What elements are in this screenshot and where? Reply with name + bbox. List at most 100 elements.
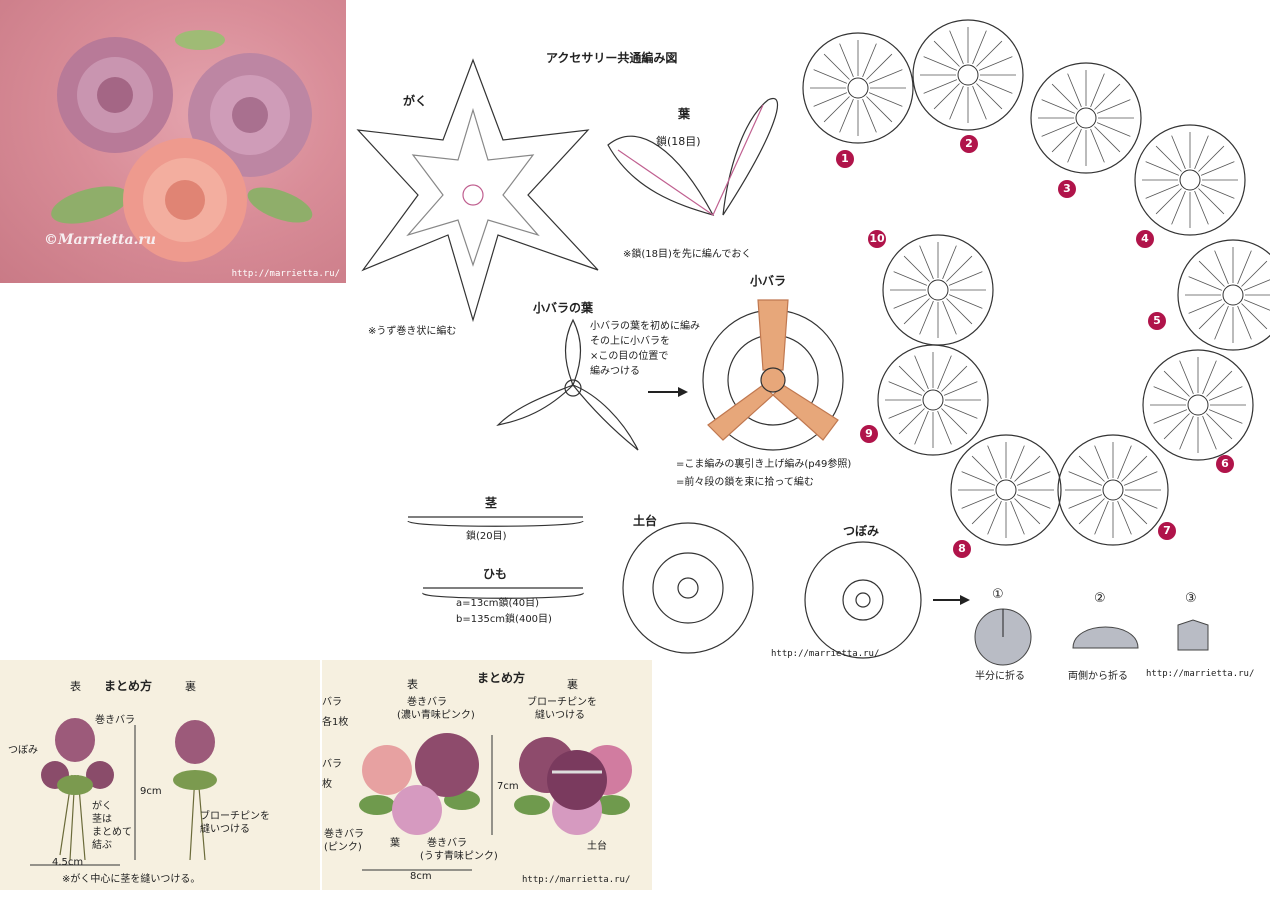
assembly-right-title: まとめ方 (477, 671, 526, 685)
bud-label: つぼみ (843, 524, 880, 538)
leaf-note: ※鎖(18目)を先に編んでおく (623, 249, 752, 260)
motif-circle (1030, 62, 1142, 174)
small-rose-leaf-instruction-2: その上に小バラを (590, 336, 670, 347)
fold-step-drawings (974, 608, 1209, 666)
string-label: ひも (483, 567, 508, 581)
small-rose-leaf-label: 小バラの葉 (533, 301, 594, 315)
label-rose-pink-1: 巻きバラ (324, 829, 364, 840)
fold-step-3-number: ③ (1185, 591, 1197, 606)
motif-number-badge: 6 (1216, 455, 1234, 473)
fold-step-1-number: ① (992, 587, 1004, 602)
stem-chain-count: 鎖(20目) (466, 531, 507, 542)
base-chart (622, 522, 754, 654)
assembly-left-drawing (30, 718, 217, 866)
side-count-2: 枚 (322, 779, 332, 790)
rose-photo-drawing (51, 30, 313, 262)
stem-label: 茎 (485, 496, 498, 510)
label-rose-light-1: 巻きバラ (427, 838, 467, 849)
assembly-right-panel: 表 まとめ方 裏 バラ 各1枚 バラ 枚 巻きバラ (濃い青味ピンク) ブローチ… (322, 660, 652, 890)
side-label-top: バラ (322, 697, 342, 708)
small-rose-chart (702, 299, 844, 451)
motif-number-badge: 8 (953, 540, 971, 558)
small-rose-label: 小バラ (750, 274, 787, 288)
motif-number-badge: 3 (1058, 180, 1076, 198)
label-width-right: 8cm (410, 871, 432, 882)
motif-number-badge: 9 (860, 425, 878, 443)
label-stem-note-3: 結ぶ (92, 840, 112, 851)
motif-circle (802, 32, 914, 144)
side-label-bottom: バラ (322, 759, 342, 770)
leaf-chart (607, 97, 779, 216)
motif-number-badge: 4 (1136, 230, 1154, 248)
small-rose-leaf-chart (496, 318, 639, 451)
fold-step-2-number: ② (1094, 591, 1106, 606)
label-brooch-right-2: 縫いつける (535, 710, 585, 721)
string-chart (422, 587, 584, 599)
motif-circle (1142, 349, 1254, 461)
photo-watermark: ©Marrietta.ru (44, 232, 156, 248)
crochet-chart-panel: アクセサリー共通編み図 がく ※うず巻き状に編む 葉 鎖(18目) ※鎖(18目… (348, 0, 1270, 685)
bud-chart (804, 541, 922, 659)
label-bud: つぼみ (8, 745, 38, 756)
small-rose-leaf-instruction-1: 小バラの葉を初めに編み (590, 321, 700, 332)
motif-circle (1134, 124, 1246, 236)
label-rolled-rose: 巻きバラ (95, 715, 135, 726)
motif-number-badge: 5 (1148, 312, 1166, 330)
label-base: 土台 (587, 841, 607, 852)
label-brooch-2: 縫いつける (200, 824, 250, 835)
small-rose-leaf-instruction-4: 編みつける (590, 366, 640, 377)
label-rose-pink-2: (ピンク) (324, 842, 362, 853)
base-label: 土台 (633, 514, 658, 528)
rose-brooch-photo: ©Marrietta.ru http://marrietta.ru/ (0, 0, 346, 283)
side-count: 各1枚 (322, 717, 349, 728)
motif-circle (1057, 434, 1169, 546)
label-brooch-1: ブローチピンを (200, 811, 270, 822)
label-leaf: 葉 (390, 838, 400, 849)
motif-number-badge: 2 (960, 135, 978, 153)
crochet-chart-drawing (356, 19, 1270, 666)
photo-url: http://marrietta.ru/ (231, 269, 340, 279)
small-rose-leaf-instruction-3: ×この目の位置で (590, 351, 669, 362)
assembly-right-url: http://marrietta.ru/ (522, 875, 631, 885)
chart-url: http://marrietta.ru/ (771, 649, 880, 659)
assembly-left-panel: 表 まとめ方 裏 巻きバラ つぼみ 9cm がく 茎は まとめて 結ぶ ブローチ… (0, 660, 320, 890)
legend-entry-2: =前々段の鎖を束に拾って編む (676, 477, 814, 488)
calyx-chart (356, 58, 599, 323)
motif-number-badge: 1 (836, 150, 854, 168)
motif-circle (1177, 239, 1270, 351)
leaf-label: 葉 (678, 107, 691, 121)
label-stem-note-2: まとめて (92, 827, 132, 838)
calyx-label: がく (403, 94, 428, 108)
motif-number-badge: 10 (868, 230, 886, 248)
calyx-note: ※うず巻き状に編む (368, 326, 457, 337)
string-a-length: a=13cm鎖(40目) (456, 598, 539, 609)
assembly-left-front: 表 (70, 680, 81, 693)
label-rose-dark-2: (濃い青味ピンク) (397, 710, 475, 721)
label-height: 9cm (140, 786, 162, 797)
label-brooch-right-1: ブローチピンを (527, 697, 597, 708)
stem-chart (407, 516, 584, 527)
chart-title: アクセサリー共通編み図 (546, 51, 678, 65)
assembly-right-drawing (359, 733, 632, 871)
assembly-left-back: 裏 (185, 680, 196, 693)
label-width: 4.5cm (52, 857, 84, 868)
assembly-left-note: ※がく中心に茎を縫いつける。 (62, 874, 201, 885)
motif-circle (882, 234, 994, 346)
label-stem-note-1: 茎は (92, 814, 112, 825)
motif-circle (950, 434, 1062, 546)
label-height-right: 7cm (497, 781, 519, 792)
motif-circle (912, 19, 1024, 131)
label-rose-light-2: (うす青味ピンク) (420, 851, 498, 862)
label-rose-dark-1: 巻きバラ (407, 697, 447, 708)
label-calyx: がく (92, 801, 112, 812)
leaf-chain-count: 鎖(18目) (656, 135, 701, 148)
chart-url-right: http://marrietta.ru/ (1146, 669, 1255, 679)
motif-circle (877, 344, 989, 456)
assembly-right-front: 表 (407, 678, 418, 691)
fold-step-1-label: 半分に折る (975, 671, 1025, 682)
assembly-left-title: まとめ方 (104, 679, 153, 693)
fold-step-2-label: 両側から折る (1068, 671, 1128, 682)
string-b-length: b=135cm鎖(400目) (456, 614, 552, 625)
assembly-right-back: 裏 (567, 678, 578, 691)
motif-number-badge: 7 (1158, 522, 1176, 540)
